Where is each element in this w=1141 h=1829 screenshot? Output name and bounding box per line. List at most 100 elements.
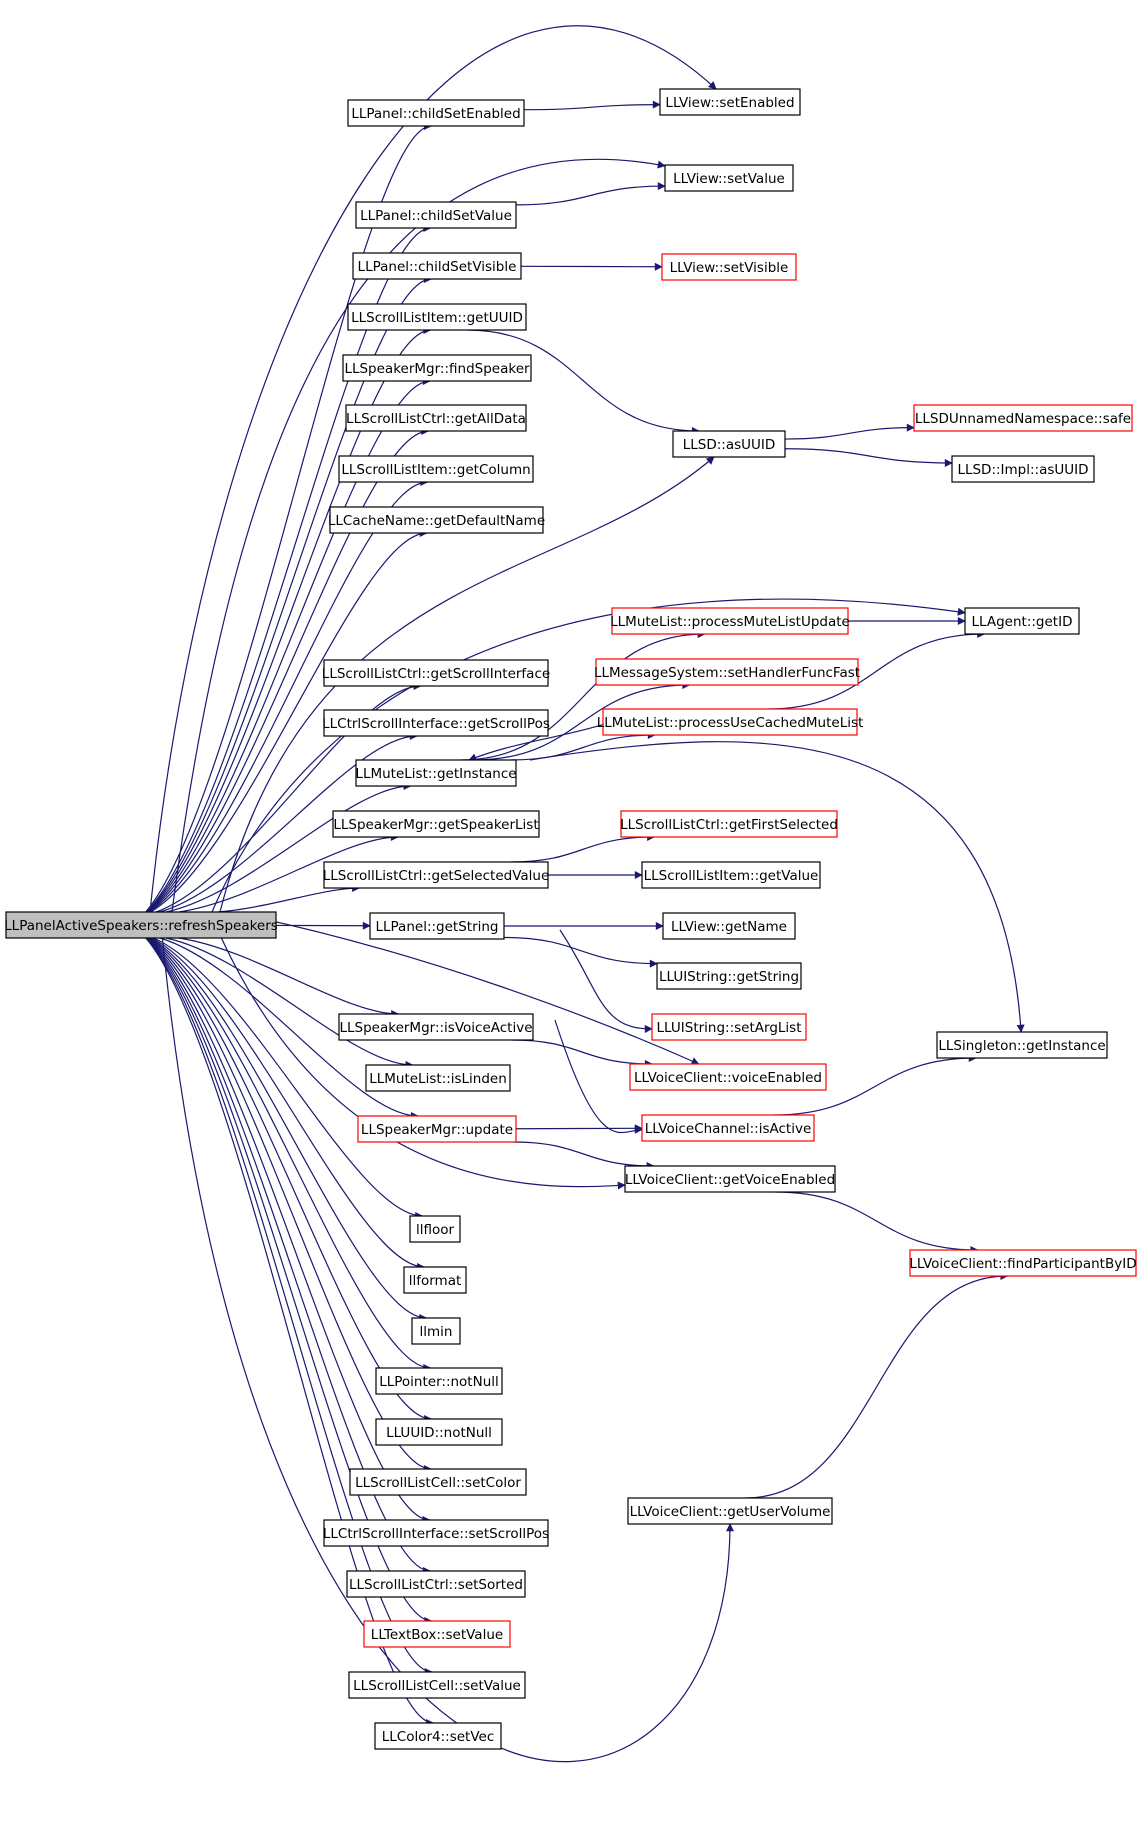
node-slcell_setColor[interactable]: LLScrollListCell::setColor bbox=[349, 1468, 527, 1496]
node-label: LLScrollListCtrl::getFirstSelected bbox=[620, 817, 838, 833]
node-v_setValue[interactable]: LLView::setValue bbox=[664, 164, 794, 192]
node-sm_update[interactable]: LLSpeakerMgr::update bbox=[357, 1115, 517, 1143]
node-box bbox=[375, 1418, 503, 1446]
node-label: LLColor4::setVec bbox=[382, 1729, 495, 1745]
node-sg_getInstance[interactable]: LLSingleton::getInstance bbox=[936, 1031, 1108, 1059]
node-label: LLPanel::childSetEnabled bbox=[351, 106, 520, 122]
node-uis_getString[interactable]: LLUIString::getString bbox=[656, 962, 802, 990]
node-p_childSetVisible[interactable]: LLPanel::childSetVisible bbox=[352, 252, 522, 280]
node-sm_findSpeaker[interactable]: LLSpeakerMgr::findSpeaker bbox=[342, 354, 532, 382]
node-vc_getVoiceEnabled[interactable]: LLVoiceClient::getVoiceEnabled bbox=[624, 1165, 836, 1193]
node-v_setVisible[interactable]: LLView::setVisible bbox=[661, 253, 797, 281]
node-label: LLMuteList::getInstance bbox=[355, 766, 516, 782]
node-p_childSetEnabled[interactable]: LLPanel::childSetEnabled bbox=[347, 99, 525, 127]
edge-root-to-sm_update bbox=[159, 937, 419, 1120]
node-label: LLPointer::notNull bbox=[379, 1374, 499, 1390]
edge-p_getString-to-uis_getString bbox=[503, 936, 658, 968]
node-uis_setArgList[interactable]: LLUIString::setArgList bbox=[651, 1013, 807, 1041]
edge-p_getString-to-uis_setArgList bbox=[559, 929, 653, 1033]
node-box bbox=[374, 1722, 502, 1750]
node-vch_isActive[interactable]: LLVoiceChannel::isActive bbox=[641, 1114, 815, 1142]
node-vc_findParticipantByID[interactable]: LLVoiceClient::findParticipantByID bbox=[909, 1249, 1137, 1277]
node-sli_getColumn[interactable]: LLScrollListItem::getColumn bbox=[338, 455, 534, 483]
node-uuid_notNull[interactable]: LLUUID::notNull bbox=[375, 1418, 503, 1446]
node-sm_getSpeakerList[interactable]: LLSpeakerMgr::getSpeakerList bbox=[332, 810, 540, 838]
node-label: LLMessageSystem::setHandlerFuncFast bbox=[594, 665, 860, 681]
node-label: LLMuteList::processUseCachedMuteList bbox=[597, 715, 864, 731]
node-csi_setScrollPos[interactable]: LLCtrlScrollInterface::setScrollPos bbox=[323, 1519, 549, 1547]
edge-root-to-v_setEnabled bbox=[149, 25, 717, 913]
node-label: LLSDUnnamedNamespace::safe bbox=[915, 411, 1131, 427]
edge-root-to-ptr_notNull bbox=[149, 937, 432, 1372]
node-llmin[interactable]: llmin bbox=[411, 1317, 461, 1345]
node-llformat[interactable]: llformat bbox=[403, 1266, 467, 1294]
node-label: LLSpeakerMgr::isVoiceActive bbox=[339, 1020, 532, 1036]
node-ptr_notNull[interactable]: LLPointer::notNull bbox=[375, 1367, 503, 1395]
node-llfloor[interactable]: llfloor bbox=[409, 1215, 461, 1243]
node-box bbox=[595, 658, 859, 686]
node-label: LLTextBox::setValue bbox=[371, 1627, 503, 1643]
node-label: LLView::setValue bbox=[673, 171, 785, 187]
node-box bbox=[355, 759, 517, 787]
node-slc_getAllData[interactable]: LLScrollListCtrl::getAllData bbox=[345, 404, 527, 432]
node-sdu_safe[interactable]: LLSDUnnamedNamespace::safe bbox=[913, 404, 1133, 432]
node-csi_getScrollPos[interactable]: LLCtrlScrollInterface::getScrollPos bbox=[322, 709, 550, 737]
node-p_getString[interactable]: LLPanel::getString bbox=[369, 912, 505, 940]
node-ml_processMuteListUpdate[interactable]: LLMuteList::processMuteListUpdate bbox=[610, 607, 850, 635]
edge-ml_getInstance-to-sg_getInstance bbox=[529, 741, 1025, 1033]
node-label: LLScrollListCtrl::getSelectedValue bbox=[323, 868, 550, 884]
edge-sm_isVoiceActive-to-vch_isActive bbox=[554, 1019, 643, 1134]
node-label: llformat bbox=[409, 1273, 462, 1289]
node-ag_getID[interactable]: LLAgent::getID bbox=[964, 607, 1080, 635]
edge-root-to-v_setValue bbox=[171, 158, 666, 913]
node-box bbox=[656, 962, 802, 990]
node-vc_getUserVolume[interactable]: LLVoiceClient::getUserVolume bbox=[627, 1497, 833, 1525]
node-p_childSetValue[interactable]: LLPanel::childSetValue bbox=[355, 201, 517, 229]
node-label: LLAgent::getID bbox=[972, 614, 1073, 630]
node-ml_isLinden[interactable]: LLMuteList::isLinden bbox=[365, 1064, 511, 1092]
node-v_setEnabled[interactable]: LLView::setEnabled bbox=[659, 88, 801, 116]
node-sd_asUUID[interactable]: LLSD::asUUID bbox=[672, 430, 786, 458]
node-sli_getValue[interactable]: LLScrollListItem::getValue bbox=[641, 861, 821, 889]
node-v_getName[interactable]: LLView::getName bbox=[662, 912, 796, 940]
node-box bbox=[323, 861, 549, 889]
node-box bbox=[409, 1215, 461, 1243]
node-slc_getSelectedValue[interactable]: LLScrollListCtrl::getSelectedValue bbox=[323, 861, 550, 889]
node-root[interactable]: LLPanelActiveSpeakers::refreshSpeakers bbox=[4, 911, 278, 939]
node-box bbox=[357, 1115, 517, 1143]
node-c4_setVec[interactable]: LLColor4::setVec bbox=[374, 1722, 502, 1750]
node-sli_getUUID[interactable]: LLScrollListItem::getUUID bbox=[347, 303, 527, 331]
node-sm_isVoiceActive[interactable]: LLSpeakerMgr::isVoiceActive bbox=[338, 1013, 534, 1041]
node-slc_setSorted[interactable]: LLScrollListCtrl::setSorted bbox=[346, 1570, 526, 1598]
node-label: LLVoiceChannel::isActive bbox=[645, 1121, 812, 1137]
node-label: LLSpeakerMgr::getSpeakerList bbox=[333, 817, 538, 833]
node-label: LLScrollListItem::getValue bbox=[644, 868, 819, 884]
edge-root-to-sm_isVoiceActive bbox=[178, 937, 400, 1018]
node-cn_getDefaultName[interactable]: LLCacheName::getDefaultName bbox=[328, 506, 545, 534]
node-ms_setHandlerFuncFast[interactable]: LLMessageSystem::setHandlerFuncFast bbox=[594, 658, 860, 686]
node-slc_getFirstSelected[interactable]: LLScrollListCtrl::getFirstSelected bbox=[620, 810, 838, 838]
node-slc_getScrollInterface[interactable]: LLScrollListCtrl::getScrollInterface bbox=[322, 659, 550, 687]
edge-root-to-llformat bbox=[151, 937, 426, 1271]
node-slcell_setValue[interactable]: LLScrollListCell::setValue bbox=[348, 1671, 526, 1699]
node-box bbox=[363, 1620, 511, 1648]
node-label: LLSD::Impl::asUUID bbox=[957, 462, 1088, 478]
node-box bbox=[329, 506, 544, 534]
node-box bbox=[641, 1114, 815, 1142]
edge-root-to-ml_isLinden bbox=[166, 937, 414, 1069]
node-tb_setValue[interactable]: LLTextBox::setValue bbox=[363, 1620, 511, 1648]
node-label: LLScrollListItem::getColumn bbox=[341, 462, 530, 478]
call-nodes: LLPanelActiveSpeakers::refreshSpeakersLL… bbox=[4, 88, 1137, 1750]
node-label: LLScrollListCtrl::getScrollInterface bbox=[322, 666, 550, 682]
node-box bbox=[624, 1165, 836, 1193]
node-ml_getInstance[interactable]: LLMuteList::getInstance bbox=[355, 759, 517, 787]
node-box bbox=[672, 430, 786, 458]
node-vc_voiceEnabled[interactable]: LLVoiceClient::voiceEnabled bbox=[629, 1063, 827, 1091]
node-sdi_asUUID[interactable]: LLSD::Impl::asUUID bbox=[951, 455, 1095, 483]
node-box bbox=[403, 1266, 467, 1294]
node-ml_processUseCachedMuteList[interactable]: LLMuteList::processUseCachedMuteList bbox=[597, 708, 864, 736]
edge-slc_getSelectedValue-to-slc_getFirstSelected bbox=[510, 833, 656, 863]
edge-ml_getInstance-to-ms_setHandlerFuncFast bbox=[473, 681, 691, 761]
node-label: LLScrollListCell::setColor bbox=[355, 1475, 521, 1491]
